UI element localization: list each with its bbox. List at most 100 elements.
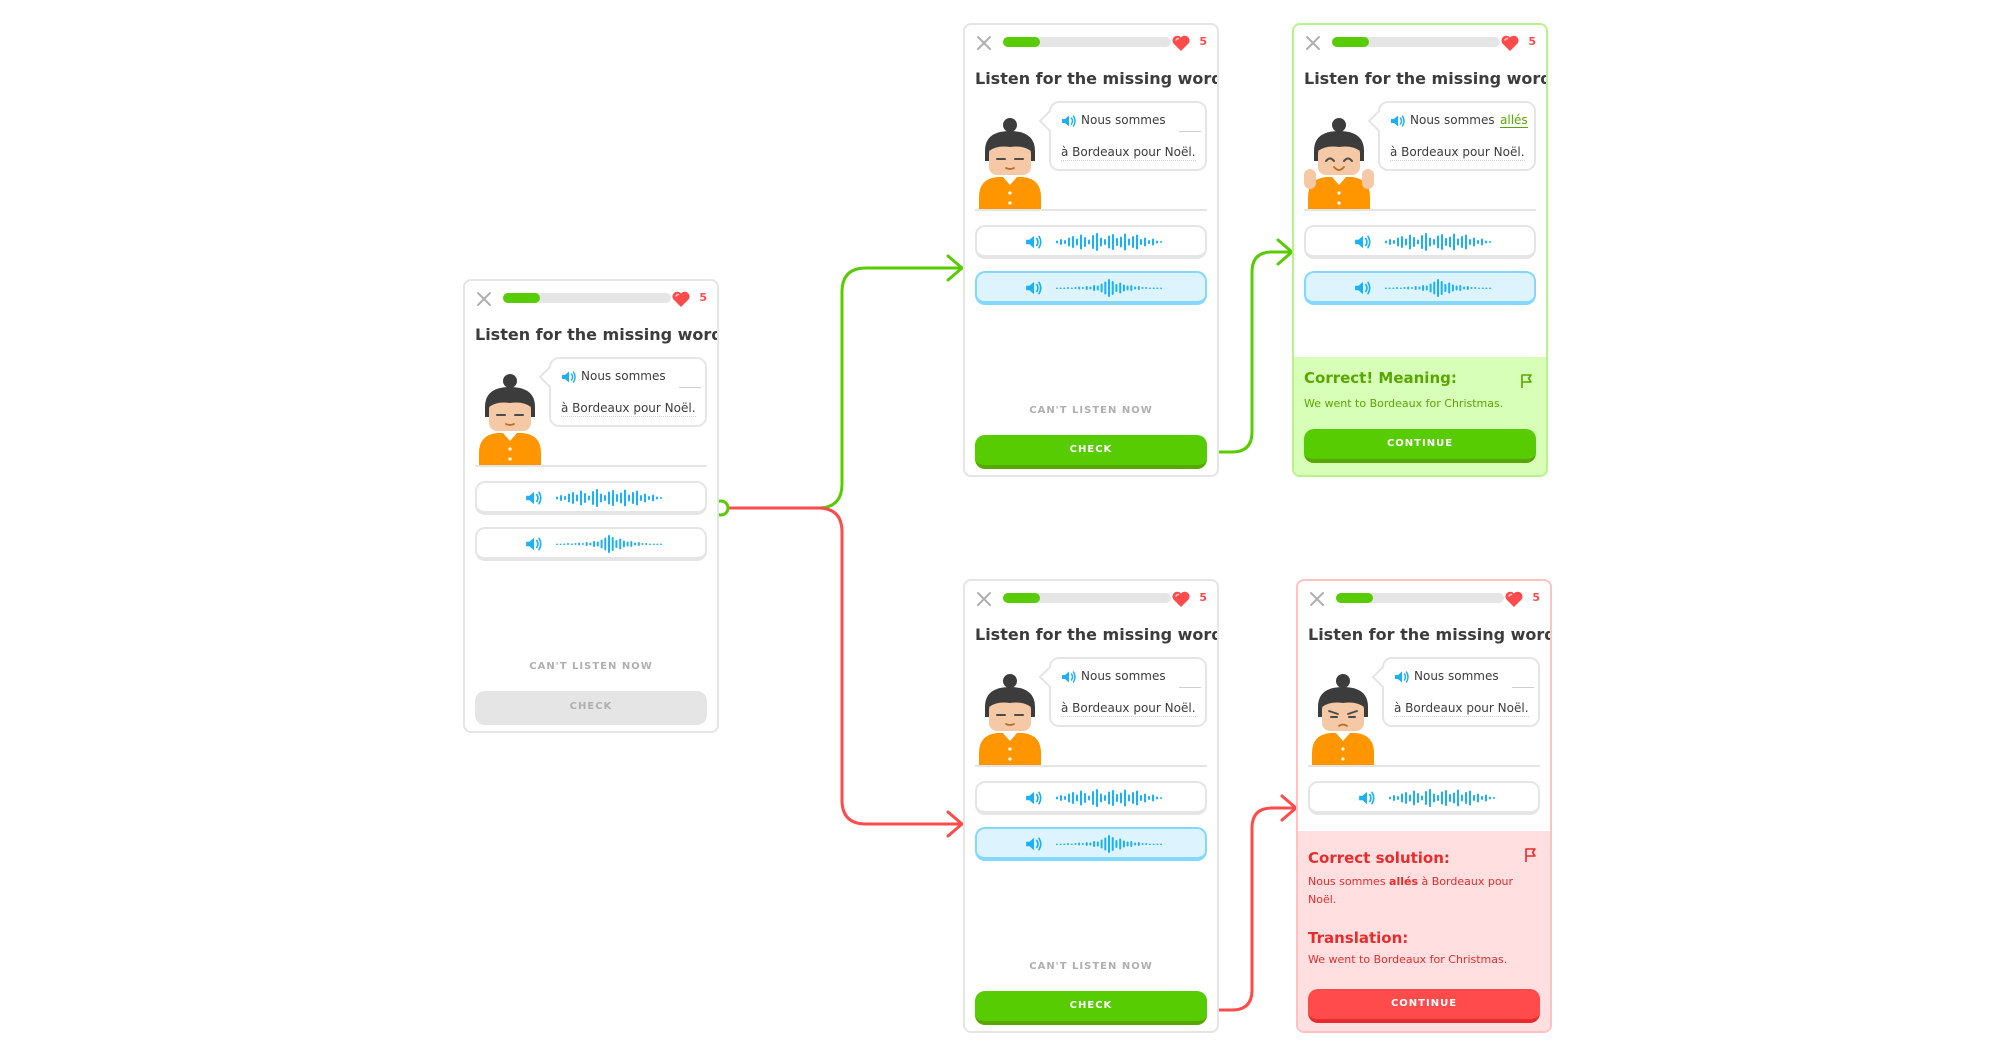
waveform-icon [1384, 279, 1492, 297]
waveform-icon [1389, 789, 1495, 807]
divider [975, 209, 1207, 211]
waveform-icon [556, 489, 662, 507]
close-icon[interactable] [975, 34, 993, 52]
flag-icon[interactable] [1524, 847, 1538, 863]
progress-fill [1332, 37, 1369, 47]
speaker-icon[interactable] [1061, 670, 1077, 684]
progress-bar [503, 293, 671, 303]
character-illustration [979, 118, 1041, 211]
missing-word-blank [1179, 131, 1201, 132]
exercise-title: Listen for the missing word [1308, 625, 1552, 644]
progress-fill [1003, 37, 1040, 47]
divider [1304, 209, 1536, 211]
screen-wrong-selected: 5 Listen for the missing word Nous somme… [963, 579, 1219, 1033]
speech-bubble: Nous sommes à Bordeaux pour Noël. [1038, 101, 1207, 171]
waveform-icon [1056, 233, 1162, 251]
solution-text-before: Nous sommes [1308, 875, 1390, 888]
hearts-count: 5 [1199, 591, 1207, 604]
screen-correct-selected: 5 Listen for the missing word Nous somme… [963, 23, 1219, 477]
divider [975, 765, 1207, 767]
close-icon[interactable] [1308, 590, 1326, 608]
flag-icon[interactable] [1520, 373, 1534, 389]
speaker-icon [1026, 837, 1042, 851]
top-bar: 5 [975, 589, 1207, 609]
audio-option-1[interactable] [975, 225, 1207, 259]
error-feedback-panel: Correct solution: Nous sommes allés à Bo… [1298, 831, 1550, 1031]
correct-solution-text: Nous sommes allés à Bordeaux pour Noël. [1308, 873, 1522, 909]
audio-option-1[interactable] [1304, 225, 1536, 259]
solution-heading: Correct solution: [1308, 849, 1450, 867]
waveform-icon [1385, 233, 1491, 251]
close-icon[interactable] [975, 590, 993, 608]
sentence-line-1: Nous sommes [1414, 669, 1499, 683]
top-bar: 5 [1304, 33, 1536, 53]
speaker-icon [1355, 235, 1371, 249]
cant-listen-link[interactable]: CAN'T LISTEN NOW [1029, 405, 1153, 416]
sentence-line-2: à Bordeaux pour Noël. [1394, 701, 1529, 717]
character-sad-illustration [1312, 674, 1374, 767]
continue-button[interactable]: CONTINUE [1304, 429, 1536, 463]
speaker-icon [1026, 235, 1042, 249]
speaker-icon [1026, 281, 1042, 295]
heart-icon [1501, 35, 1519, 51]
cant-listen-link[interactable]: CAN'T LISTEN NOW [1029, 961, 1153, 972]
sentence-line-2: à Bordeaux pour Noël. [1061, 701, 1196, 717]
check-button[interactable]: CHECK [975, 991, 1207, 1025]
speaker-icon [1355, 281, 1371, 295]
progress-fill [1336, 593, 1373, 603]
character-illustration [979, 674, 1041, 767]
screen-correct-feedback: 5 Listen for the missing word Nous somme… [1292, 23, 1548, 477]
top-bar: 5 [475, 289, 707, 309]
audio-option-1[interactable] [475, 481, 707, 515]
translation-heading: Translation: [1308, 929, 1409, 947]
speaker-icon[interactable] [561, 370, 577, 384]
translation-text: We went to Bordeaux for Christmas. [1308, 953, 1508, 966]
speaker-icon [526, 491, 542, 505]
connector-wrong-path [723, 506, 960, 826]
character-illustration [479, 374, 541, 467]
heart-icon [672, 291, 690, 307]
speaker-icon[interactable] [1394, 670, 1410, 684]
heart-icon [1172, 591, 1190, 607]
solution-answer: allés [1389, 875, 1419, 888]
audio-option-1[interactable] [975, 781, 1207, 815]
progress-bar [1336, 593, 1504, 603]
audio-option-2-selected[interactable] [975, 271, 1207, 305]
speaker-icon[interactable] [1390, 114, 1406, 128]
missing-word-blank [1179, 687, 1201, 688]
progress-fill [1003, 593, 1040, 603]
top-bar: 5 [1308, 589, 1540, 609]
cant-listen-link[interactable]: CAN'T LISTEN NOW [529, 661, 653, 672]
divider [475, 465, 707, 467]
audio-option-2-selected[interactable] [975, 827, 1207, 861]
top-bar: 5 [975, 33, 1207, 53]
speaker-icon[interactable] [1061, 114, 1077, 128]
audio-option-2-selected[interactable] [1304, 271, 1536, 305]
speech-bubble: Nous sommes à Bordeaux pour Noël. [1038, 657, 1207, 727]
close-icon[interactable] [475, 290, 493, 308]
continue-button[interactable]: CONTINUE [1308, 989, 1540, 1023]
feedback-meaning: We went to Bordeaux for Christmas. [1304, 397, 1504, 410]
divider [1308, 765, 1540, 767]
exercise-title: Listen for the missing word [975, 69, 1219, 88]
character-happy-illustration [1304, 118, 1374, 211]
speaker-icon [526, 537, 542, 551]
filled-answer: allés [1500, 113, 1528, 128]
missing-word-blank [1512, 687, 1534, 688]
heart-icon [1172, 35, 1190, 51]
speaker-icon [1359, 791, 1375, 805]
exercise-title: Listen for the missing word [475, 325, 719, 344]
audio-option-1[interactable] [1308, 781, 1540, 815]
waveform-icon [1055, 279, 1163, 297]
close-icon[interactable] [1304, 34, 1322, 52]
solution-text-after: à Bordeaux pour Noël. [1308, 875, 1514, 906]
success-feedback-panel: Correct! Meaning: We went to Bordeaux fo… [1294, 357, 1546, 475]
audio-option-2[interactable] [475, 527, 707, 561]
waveform-icon [1055, 835, 1163, 853]
sentence-line-1: Nous sommes [581, 369, 666, 383]
check-button[interactable]: CHECK [475, 691, 707, 725]
progress-bar [1003, 593, 1171, 603]
check-button[interactable]: CHECK [975, 435, 1207, 469]
connector-correct-path [723, 266, 960, 510]
sentence-line-1: Nous sommes [1081, 113, 1166, 127]
